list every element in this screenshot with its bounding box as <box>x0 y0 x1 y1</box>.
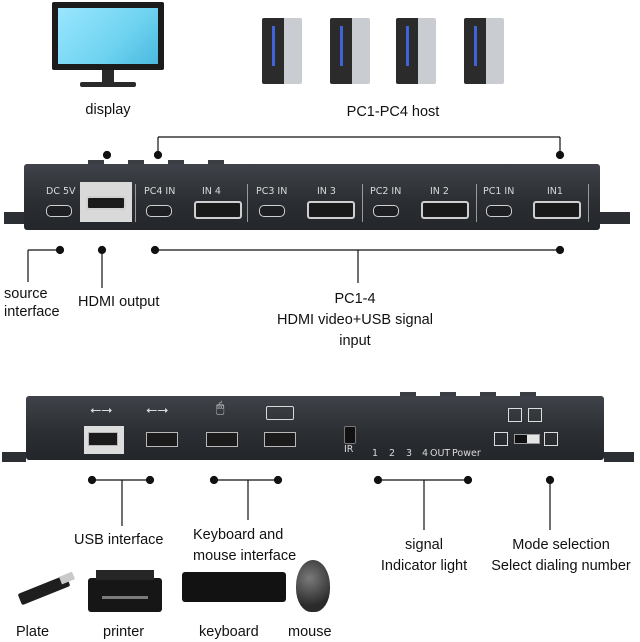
in4-label: IN 4 <box>202 186 221 197</box>
keyboard-symbol-icon <box>266 406 294 420</box>
mouse-symbol-icon: 🖱 <box>216 400 225 416</box>
pc-tower-icon <box>262 18 302 84</box>
usb-port-1 <box>84 426 124 454</box>
pc-tower-icon <box>464 18 504 84</box>
in1-label: IN1 <box>547 186 563 197</box>
device-label-keyboard: keyboard <box>199 624 259 640</box>
mouse-image <box>296 560 330 612</box>
in3-label: IN 3 <box>317 186 336 197</box>
keyboard-port <box>264 432 296 447</box>
mode-icon <box>544 432 558 446</box>
hdmi-output-port <box>80 182 132 222</box>
monitor-image <box>52 2 164 92</box>
led-label-2: 2 <box>389 448 396 459</box>
callout-dot <box>102 150 112 160</box>
in1-hdmi-port <box>533 201 581 219</box>
pc4-usbc-port <box>146 205 172 217</box>
in3-hdmi-port <box>307 201 355 219</box>
usb-symbol-icon: ⭠⭢ <box>90 402 113 418</box>
mode-icon <box>508 408 522 422</box>
in4-hdmi-port <box>194 201 242 219</box>
hosts-label: PC1-PC4 host <box>346 104 440 120</box>
callout-dot <box>555 150 565 160</box>
pc3-in-label: PC3 IN <box>256 186 288 197</box>
device-label-mouse: mouse <box>288 624 332 640</box>
callout-dot <box>555 245 565 255</box>
dc-label: DC 5V <box>46 186 76 197</box>
mode-selection-label: Mode selection Select dialing number <box>491 537 631 574</box>
led-label-4: 4 <box>422 448 429 459</box>
led-label-1: 1 <box>372 448 379 459</box>
callout-dot <box>145 475 155 485</box>
pc1-usbc-port <box>486 205 512 217</box>
led-label-3: 3 <box>406 448 413 459</box>
top-panel: DC 5V PC4 IN IN 4 PC3 IN IN 3 PC2 IN IN … <box>0 160 640 237</box>
mode-icon <box>494 432 508 446</box>
pc-tower-icon <box>330 18 370 84</box>
display-label: display <box>85 102 131 118</box>
callout-dot <box>545 475 555 485</box>
out-label: OUT <box>430 448 451 459</box>
ir-sensor <box>344 426 356 444</box>
device-label-plate: Plate <box>16 624 50 640</box>
signal-indicator-label: signal Indicator light <box>380 537 468 574</box>
pc-tower-icon <box>396 18 436 84</box>
pc2-in-label: PC2 IN <box>370 186 402 197</box>
pc2-usbc-port <box>373 205 399 217</box>
source-interface-label: source interface <box>4 286 60 320</box>
kbm-interface-label: Keyboard and mouse interface <box>193 527 297 564</box>
pc1-in-label: PC1 IN <box>483 186 515 197</box>
printer-image <box>88 568 162 616</box>
keyboard-image <box>182 572 286 602</box>
bottom-panel: ⭠⭢ ⭠⭢ 🖱 IR 1 2 3 4 OUT Power <box>0 392 640 470</box>
callout-dot <box>97 245 107 255</box>
callout-dot <box>273 475 283 485</box>
pc4-in-label: PC4 IN <box>144 186 176 197</box>
mode-dip-switch[interactable] <box>514 434 540 444</box>
mode-icon <box>528 408 542 422</box>
pc-input-label: PC1-4 HDMI video+USB signal input <box>277 291 433 349</box>
callout-dot <box>373 475 383 485</box>
callout-dot <box>150 245 160 255</box>
callout-dot <box>463 475 473 485</box>
usb-port-2 <box>146 432 178 447</box>
power-label: Power <box>452 448 481 459</box>
pc-towers <box>262 18 512 88</box>
usb-symbol-icon: ⭠⭢ <box>146 402 169 418</box>
in2-label: IN 2 <box>430 186 449 197</box>
callout-dot <box>209 475 219 485</box>
in2-hdmi-port <box>421 201 469 219</box>
usb-interface-label: USB interface <box>74 532 164 548</box>
ir-label: IR <box>344 444 354 455</box>
mouse-port <box>206 432 238 447</box>
callout-dot <box>87 475 97 485</box>
hdmi-output-label: HDMI output <box>78 294 160 310</box>
pc3-usbc-port <box>259 205 285 217</box>
dc-port <box>46 205 72 217</box>
callout-dot <box>153 150 163 160</box>
device-label-printer: printer <box>103 624 145 640</box>
callout-dot <box>55 245 65 255</box>
